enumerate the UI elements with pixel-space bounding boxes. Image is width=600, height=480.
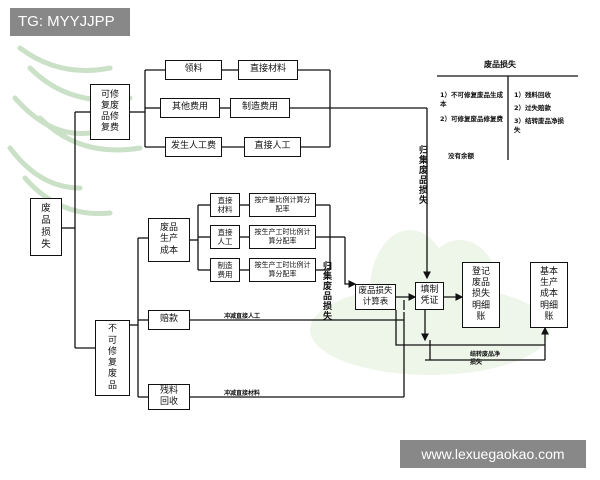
t-account-balance: 没有余额 (448, 152, 474, 160)
node-compensation: 赔款 (148, 310, 190, 330)
t-account-credit-3: 3）结转废品净损失 (514, 117, 565, 134)
node-direct-material: 直接材料 (238, 60, 298, 80)
node-repairable-cost: 可修复废品修复费 (90, 84, 130, 140)
node-loss-calc-table: 废品损失计算表 (355, 284, 396, 310)
label-transfer-net: 结转废品净损失 (470, 351, 501, 366)
node-labor-incurred: 发生人工费 (165, 137, 222, 157)
t-account-credit-2: 2）过失赔款 (514, 104, 552, 112)
label-offset-material: 冲减直接材料 (224, 390, 261, 397)
node-waste-production-cost: 废品生产成本 (148, 218, 190, 262)
node-other-expenses: 其他费用 (160, 98, 220, 118)
willow-branch-decoration (7, 45, 143, 217)
node-basic-cost-detail: 基本生产成本明细账 (530, 262, 568, 328)
node-alloc-by-qty: 按产量比例计算分配率 (249, 193, 316, 217)
node-direct-labor: 直接人工 (244, 137, 301, 157)
node-fill-voucher: 填制凭证 (415, 282, 444, 310)
node-irreparable: 不可修复废品 (95, 320, 130, 396)
t-account-credit-1: 1）残料回收 (514, 91, 552, 99)
t-account-debit-2: 2）可修复废品修复费 (440, 115, 504, 123)
node-dl-small: 直接人工 (210, 225, 240, 249)
label-collect-2: 归集废品损失 (322, 262, 332, 323)
node-alloc-by-hours-1: 按生产工时比例计算分配率 (249, 225, 316, 249)
node-waste-loss: 废品损失 (30, 198, 62, 256)
t-account-title: 废品损失 (484, 60, 516, 69)
node-mo-small: 制造费用 (210, 258, 240, 282)
node-manufacturing-overhead: 制造费用 (230, 98, 290, 118)
t-account-debit-1: 1）不可修复废品生成本 (440, 91, 504, 108)
node-scrap-recovery: 残料回收 (148, 384, 190, 410)
node-register-detail: 登记废品损失明细账 (462, 262, 500, 328)
watermark-bottom-right: www.lexuegaokao.com (400, 440, 586, 468)
node-dm-small: 直接材料 (210, 193, 240, 217)
watermark-top-left: TG: MYYJJPP (10, 8, 130, 36)
label-offset-labor: 冲减直接人工 (224, 313, 261, 320)
node-material-draw: 领料 (165, 60, 222, 80)
label-collect-1: 归集废品损失 (418, 146, 428, 207)
node-alloc-by-hours-2: 按生产工时比例计算分配率 (249, 258, 316, 282)
